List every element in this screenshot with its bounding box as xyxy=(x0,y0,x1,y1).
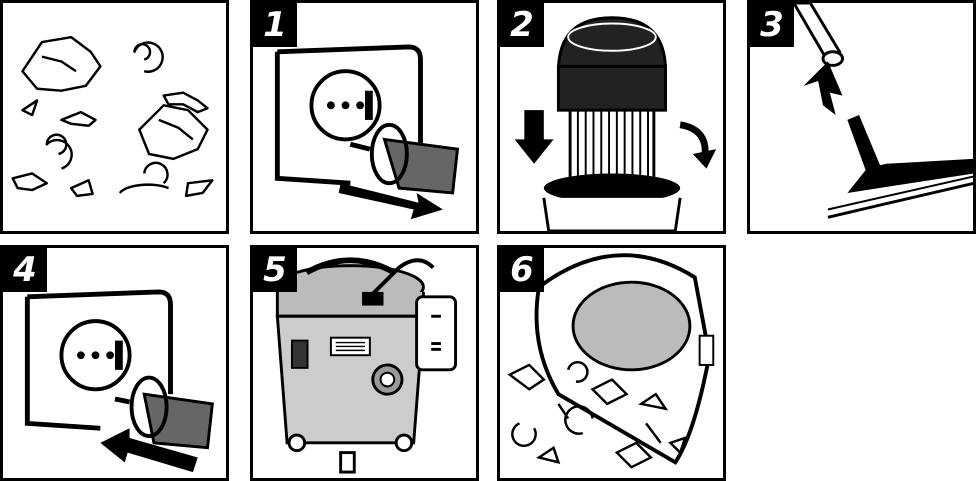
panel-step-3: 3 xyxy=(747,0,976,234)
panel-step-5: 5 xyxy=(250,245,479,481)
panel-step-2: 2 xyxy=(497,0,726,234)
panel-step-1: 1 xyxy=(250,0,479,234)
panel-debris xyxy=(0,0,229,234)
step-number-3: 3 xyxy=(750,3,794,47)
panel-step-4: 4 xyxy=(0,245,229,481)
step-number-6: 6 xyxy=(500,248,544,292)
debris-illustration xyxy=(3,3,226,231)
panel-step-6: 6 xyxy=(497,245,726,481)
step-number-5: 5 xyxy=(253,248,297,292)
step-number-4: 4 xyxy=(3,248,47,292)
step-number-2: 2 xyxy=(500,3,544,47)
step-number-1: 1 xyxy=(253,3,297,47)
